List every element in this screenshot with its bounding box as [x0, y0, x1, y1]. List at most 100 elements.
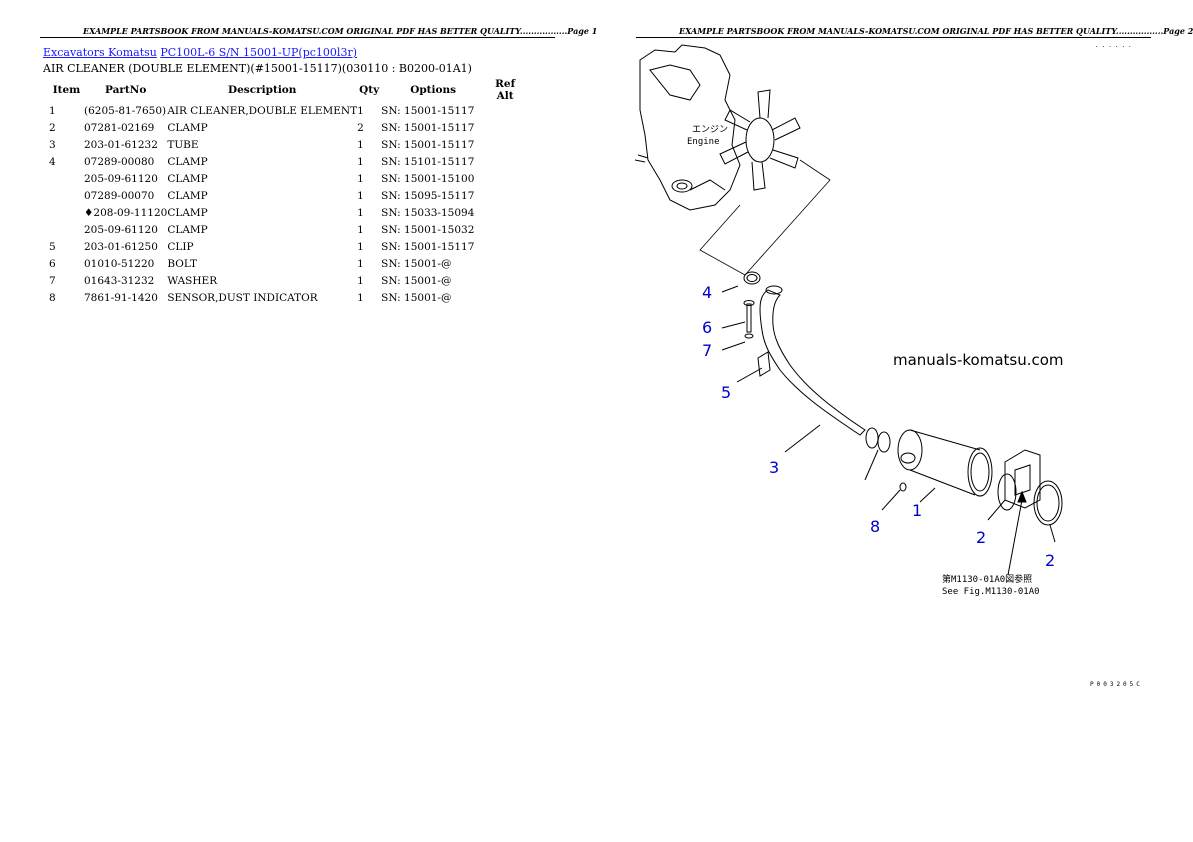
engine-illustration: [634, 44, 741, 211]
watermark: manuals-komatsu.com: [893, 351, 1064, 369]
callout-4: 4: [702, 283, 712, 302]
see-fig-en: See Fig.M1130-01A0: [942, 587, 1040, 597]
cell-partno: 07289-00070: [84, 189, 155, 202]
col-partno: PartNo: [104, 84, 147, 96]
breadcrumb-category-link[interactable]: Excavators Komatsu: [43, 46, 157, 59]
cell-options: SN: 15001-15117: [381, 240, 475, 253]
callout-6: 6: [702, 318, 712, 337]
exploded-parts-diagram: エンジン Engine 4 6 7 5 3 8 1 2 2: [634, 44, 1063, 576]
cell-options: SN: 15001-15117: [381, 138, 475, 151]
cell-partno: ♦208-09-11120: [84, 206, 168, 219]
cell-item: [43, 221, 84, 238]
cell-qty: 1: [357, 223, 364, 236]
col-description: Description: [228, 84, 297, 96]
cell-qty: 1: [357, 206, 364, 219]
cell-partno: 07281-02169: [84, 121, 155, 134]
table-row: 205-09-61120 CLAMP 1 SN: 15001-15032: [43, 221, 525, 238]
page2-header: EXAMPLE PARTSBOOK FROM MANUALS-KOMATSU.C…: [679, 26, 1193, 36]
cell-description: CLAMP: [167, 155, 208, 168]
breadcrumb: Excavators Komatsu PC100L-6 S/N 15001-UP…: [43, 46, 357, 59]
cell-description: AIR CLEANER,DOUBLE ELEMENT: [167, 104, 358, 117]
cell-description: CLAMP: [167, 121, 208, 134]
cell-item: 4: [49, 155, 56, 168]
parts-table-header: Item PartNo Description Qty Options Ref …: [43, 78, 525, 102]
cell-item: 6: [49, 257, 56, 270]
cell-ref: [485, 119, 525, 136]
cell-item: [43, 204, 84, 221]
table-row: 205-09-61120 CLAMP 1 SN: 15001-15100: [43, 170, 525, 187]
parts-table-body: 1 (6205-81-7650)AIR CLEANER,DOUBLE ELEMEN…: [43, 102, 525, 306]
callout-1: 1: [912, 501, 922, 520]
engine-label-en: Engine: [687, 137, 720, 147]
callout-7: 7: [702, 341, 712, 360]
cell-ref: [485, 187, 525, 204]
cell-partno: (6205-81-7650): [84, 104, 167, 117]
cell-description: BOLT: [167, 257, 197, 270]
cell-partno: 205-09-61120: [84, 223, 158, 236]
cell-description: CLAMP: [167, 172, 208, 185]
cell-qty: 1: [357, 257, 364, 270]
cell-options: SN: 15001-@: [381, 291, 452, 304]
fan-illustration: [719, 89, 801, 191]
breadcrumb-model-link[interactable]: PC100L-6 S/N 15001-UP(pc100l3r): [160, 46, 357, 59]
col-ref-alt: Ref Alt: [495, 78, 516, 102]
cell-qty: 2: [357, 121, 364, 134]
cell-ref: [485, 221, 525, 238]
cell-item: 7: [49, 274, 56, 287]
cell-options: SN: 15001-15100: [381, 172, 475, 185]
col-qty: Qty: [359, 84, 380, 96]
cell-options: SN: 15001-@: [381, 274, 452, 287]
cell-item: 5: [49, 240, 56, 253]
cell-ref: [485, 170, 525, 187]
cell-options: SN: 15101-15117: [381, 155, 475, 168]
cell-description: CLAMP: [167, 223, 208, 236]
engine-label-jp: エンジン: [692, 125, 728, 135]
page1-header-rule: [40, 37, 555, 38]
cell-ref: [485, 204, 525, 221]
cell-description: CLIP: [167, 240, 194, 253]
cell-ref: [485, 289, 525, 306]
table-row: 2 07281-02169 CLAMP 2 SN: 15001-15117: [43, 119, 525, 136]
drawing-code-bottom: P003205C: [1090, 681, 1143, 688]
cell-options: SN: 15033-15094: [381, 206, 475, 219]
cell-ref: [485, 272, 525, 289]
cell-description: CLAMP: [167, 206, 208, 219]
cell-item: 2: [49, 121, 56, 134]
cell-ref: [485, 153, 525, 170]
cell-ref: [485, 238, 525, 255]
drawing-code-top: ......: [1095, 42, 1135, 49]
cell-options: SN: 15001-@: [381, 257, 452, 270]
page1-header: EXAMPLE PARTSBOOK FROM MANUALS-KOMATSU.C…: [83, 26, 598, 36]
cell-description: TUBE: [167, 138, 199, 151]
cell-partno: 205-09-61120: [84, 172, 158, 185]
cell-options: SN: 15001-15117: [381, 121, 475, 134]
cell-options: SN: 15001-15117: [381, 104, 475, 117]
col-options: Options: [410, 84, 457, 96]
cell-item: [43, 170, 84, 187]
cell-description: CLAMP: [167, 189, 208, 202]
table-row: 3 203-01-61232 TUBE 1 SN: 15001-15117: [43, 136, 525, 153]
parts-table: Item PartNo Description Qty Options Ref …: [43, 78, 525, 306]
cell-partno: 07289-00080: [84, 155, 155, 168]
cell-item: 8: [49, 291, 56, 304]
table-row: 6 01010-51220 BOLT 1 SN: 15001-@: [43, 255, 525, 272]
cell-partno: 203-01-61232: [84, 138, 158, 151]
cell-partno: 7861-91-1420: [84, 291, 158, 304]
cell-item: [43, 187, 84, 204]
cell-qty: 1: [357, 240, 364, 253]
cell-partno: 01010-51220: [84, 257, 155, 270]
cell-options: SN: 15001-15032: [381, 223, 475, 236]
cell-qty: 1: [357, 172, 364, 185]
cell-qty: 1: [357, 274, 364, 287]
section-title: AIR CLEANER (DOUBLE ELEMENT)(#15001-1511…: [43, 62, 472, 75]
cell-item: 3: [49, 138, 56, 151]
callout-8: 8: [870, 517, 880, 536]
callout-3: 3: [769, 458, 779, 477]
see-fig-note: 第M1130-01A0図参照 See Fig.M1130-01A0: [942, 574, 1040, 598]
table-row: 1(6205-81-7650)AIR CLEANER,DOUBLE ELEMEN…: [43, 102, 525, 119]
cell-qty: 1: [357, 291, 364, 304]
cell-qty: 1: [357, 138, 364, 151]
